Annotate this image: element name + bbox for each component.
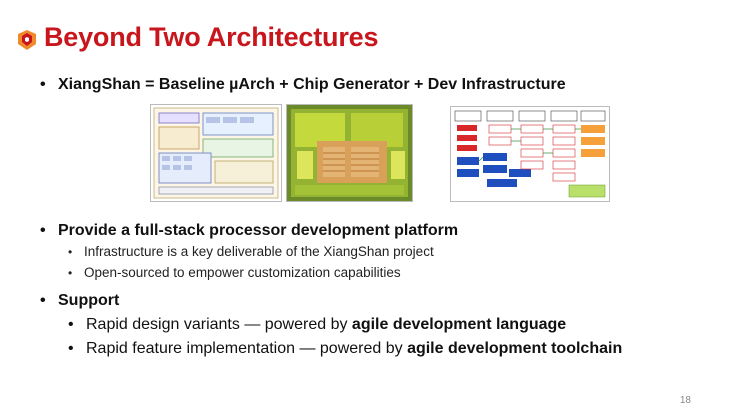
bullet-dot: • xyxy=(68,340,74,357)
sub-bullet-infrastructure: • Infrastructure is a key deliverable of … xyxy=(68,244,434,259)
sub-bullet-text: Open-sourced to empower customization ca… xyxy=(84,265,401,280)
sub-bullet-prefix: Rapid feature implementation — powered b… xyxy=(86,340,408,357)
headline-text: XiangShan = Baseline µArch + Chip Genera… xyxy=(58,76,566,93)
bullet-platform: • Provide a full-stack processor developm… xyxy=(40,222,458,240)
chip-die-figure xyxy=(286,104,413,202)
uarch-diagram-figure xyxy=(150,104,282,202)
xiangshan-logo-icon xyxy=(18,30,36,50)
slide-title: Beyond Two Architectures xyxy=(44,22,379,52)
bullet-dot: • xyxy=(68,245,73,259)
sub-bullet-emphasis: agile development language xyxy=(351,316,567,333)
sub-bullet-text: Infrastructure is a key deliverable of t… xyxy=(84,244,434,259)
bullet-dot: • xyxy=(68,316,74,333)
bullet-dot: • xyxy=(40,76,46,93)
bullet-support: • Support xyxy=(40,292,119,310)
bullet-platform-text: Provide a full-stack processor developme… xyxy=(58,222,459,239)
sub-bullet-feature-implementation: • Rapid feature implementation — powered … xyxy=(68,340,622,358)
page-number: 18 xyxy=(679,395,691,406)
bullet-dot: • xyxy=(40,292,46,309)
bullet-dot: • xyxy=(68,266,73,280)
dev-flow-figure xyxy=(450,106,610,202)
sub-bullet-prefix: Rapid design variants — powered by xyxy=(86,316,352,333)
headline-bullet: • XiangShan = Baseline µArch + Chip Gener… xyxy=(40,76,566,94)
bullet-support-text: Support xyxy=(58,292,120,309)
sub-bullet-emphasis: agile development toolchain xyxy=(407,340,623,357)
bullet-dot: • xyxy=(40,222,46,239)
sub-bullet-design-variants: • Rapid design variants — powered by agil… xyxy=(68,316,566,334)
sub-bullet-open-source: • Open-sourced to empower customization c… xyxy=(68,265,401,280)
